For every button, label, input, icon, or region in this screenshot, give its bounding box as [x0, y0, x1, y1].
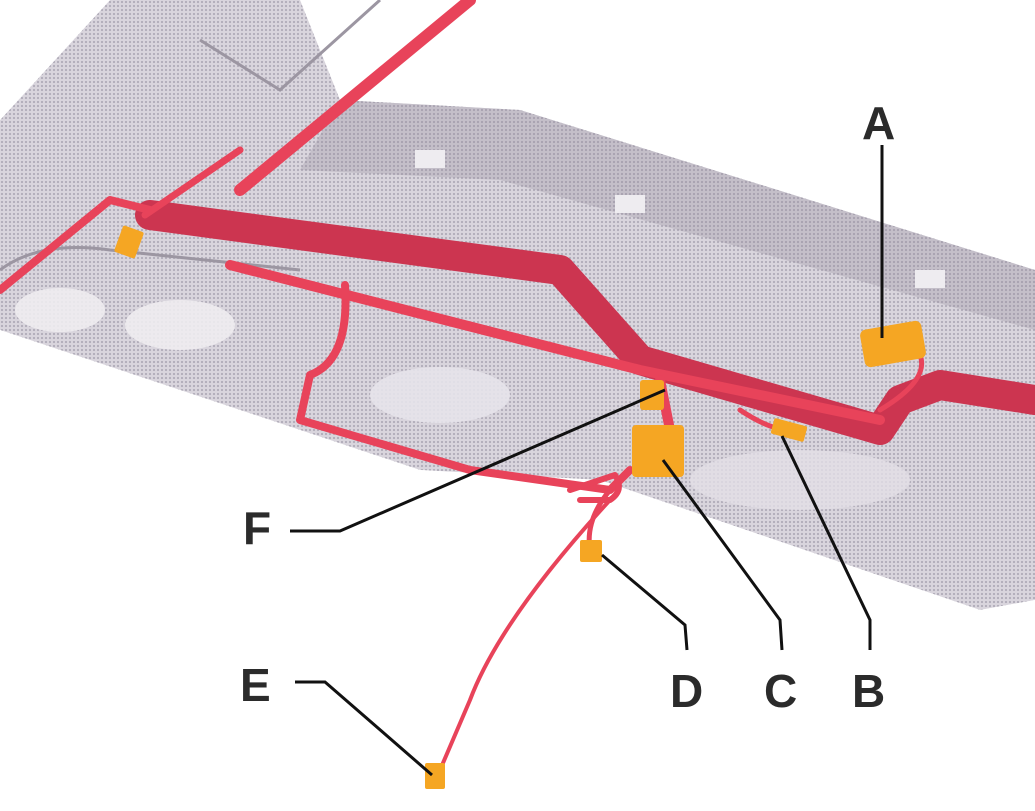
callout-label-d: D [670, 665, 704, 717]
wiring-harness [0, 0, 1035, 772]
callout-label-a: A [862, 97, 896, 149]
leader-d [601, 553, 689, 651]
callout-label-e: E [240, 659, 271, 711]
leader-lines [290, 145, 884, 777]
connectors [114, 225, 926, 789]
leader-b [780, 435, 872, 650]
connector-e [425, 763, 445, 789]
leader-f [290, 388, 666, 533]
callout-label-f: F [243, 502, 272, 554]
leader-c [661, 459, 784, 651]
connector-a [860, 320, 926, 368]
callout-label-c: C [764, 665, 798, 717]
callout-label-b: B [852, 665, 886, 717]
connector-d [580, 540, 602, 562]
connector-c [632, 425, 684, 477]
leader-e [295, 680, 433, 777]
connector-b [770, 418, 808, 442]
connector-left [114, 225, 144, 259]
